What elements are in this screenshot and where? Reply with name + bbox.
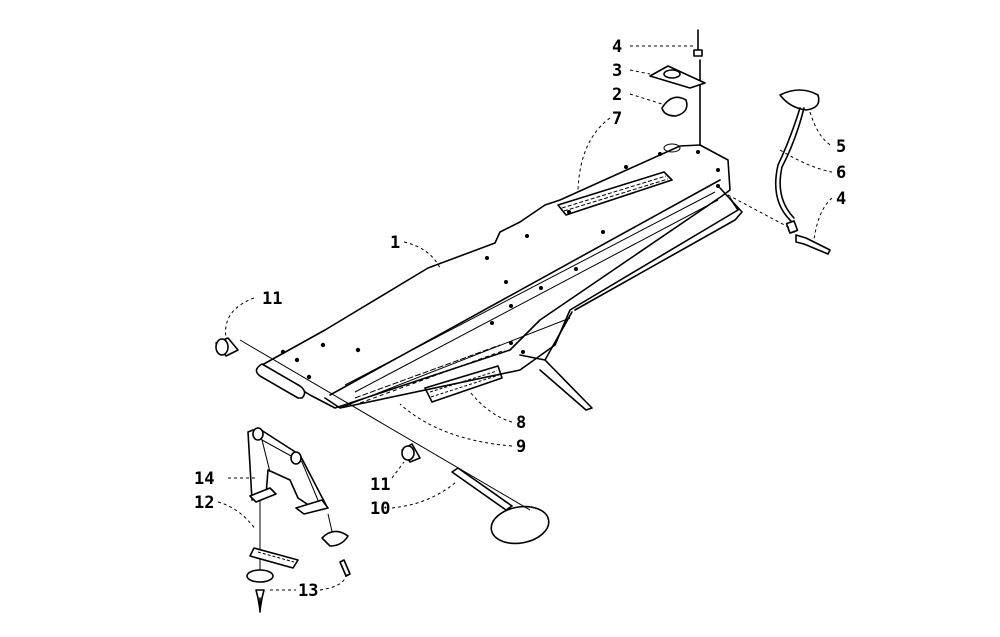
pull-rod-part	[451, 467, 550, 545]
bracket-part	[247, 427, 329, 515]
callout-label: 6	[836, 163, 846, 183]
pin-axis-line	[727, 194, 791, 229]
callout-label: 7	[612, 109, 622, 129]
rivet-part	[255, 589, 265, 613]
washer-part	[321, 513, 351, 577]
callout-label: 4	[612, 37, 622, 57]
bushing-part-upper	[215, 337, 239, 357]
grommet-part	[661, 96, 688, 117]
top-pin-part	[693, 29, 703, 146]
callout-label: 8	[516, 413, 526, 433]
tether-cord-part	[774, 89, 820, 234]
grommet-hole	[663, 143, 681, 153]
axle-centerline	[239, 339, 531, 511]
callout-labels: 4 3 2 7 5 6 4 1 11 8 9 14 11 12 10 13	[194, 37, 846, 601]
mount-plate-part	[649, 65, 706, 89]
bushing-part-lower	[401, 443, 421, 463]
callout-label: 11	[370, 475, 390, 495]
callout-label: 4	[836, 189, 846, 209]
callout-label: 1	[390, 233, 400, 253]
retaining-pin-part	[795, 234, 831, 255]
skid-plate-part	[255, 144, 743, 411]
callout-label: 2	[612, 85, 622, 105]
callout-label: 13	[298, 581, 318, 601]
callout-label: 9	[516, 437, 526, 457]
leader-lines	[217, 45, 833, 591]
callout-label: 10	[370, 499, 390, 519]
callout-label: 11	[262, 289, 282, 309]
callout-label: 5	[836, 137, 846, 157]
clip-plate-part	[246, 500, 299, 583]
callout-label: 14	[194, 469, 214, 489]
callout-label: 3	[612, 61, 622, 81]
callout-label: 12	[194, 493, 214, 513]
